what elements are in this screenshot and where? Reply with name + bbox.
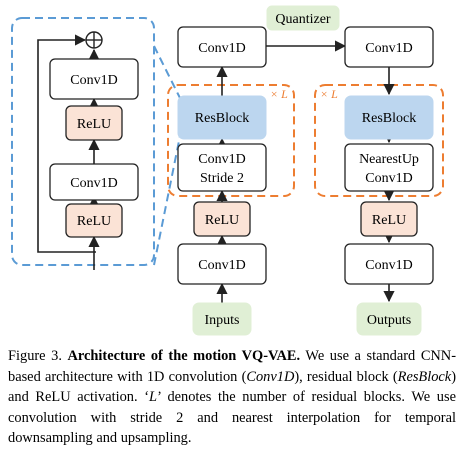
svg-text:Conv1D: Conv1D [198,152,245,167]
caption-text-2: ), residual block ( [294,368,398,385]
decoder-relu: ReLU [360,201,418,237]
caption-text-3: ) and ReLU activation. ‘ [8,368,456,406]
caption-term-conv1d: Conv1D [246,368,295,385]
encoder-resblock: ResBlock [177,95,267,140]
encoder-multiplier: × L [270,87,288,101]
svg-text:ReLU: ReLU [77,117,111,132]
svg-text:Quantizer: Quantizer [275,12,331,27]
zoom-connector-bottom [153,135,181,266]
encoder-downsample-conv: Conv1D Stride 2 [177,143,267,192]
decoder-upsample-conv: NearestUp Conv1D [344,143,434,192]
svg-text:Outputs: Outputs [367,313,411,328]
svg-text:ResBlock: ResBlock [195,111,249,126]
encoder-column: × L Conv1D ResBlock Conv1D Stride 2 ReLU… [167,26,295,336]
decoder-resblock: ResBlock [344,95,434,140]
svg-text:Conv1D: Conv1D [198,41,245,56]
caption-term-L: L [149,389,158,405]
svg-text:ReLU: ReLU [77,214,111,229]
svg-text:ReLU: ReLU [372,213,406,228]
svg-text:Conv1D: Conv1D [198,258,245,273]
resblock-conv-top: Conv1D [49,58,139,100]
svg-text:Conv1D: Conv1D [365,171,412,186]
encoder-conv-top: Conv1D [177,26,267,68]
encoder-relu: ReLU [193,201,251,237]
svg-text:Conv1D: Conv1D [70,73,117,88]
skip-connection-line [37,34,96,253]
svg-text:Conv1D: Conv1D [70,176,117,191]
inputs-node: Inputs [192,302,252,336]
resblock-detail: Conv1D ReLU Conv1D ReLU [11,17,181,270]
decoder-column: × L Conv1D ResBlock NearestUp Conv1D ReL… [314,26,444,336]
svg-text:ReLU: ReLU [205,213,239,228]
resblock-conv-bottom: Conv1D [49,163,139,201]
svg-text:Inputs: Inputs [205,313,240,328]
svg-text:Conv1D: Conv1D [365,41,412,56]
quantizer-node: Quantizer [266,5,340,31]
resblock-detail-frame [11,17,155,266]
svg-text:Stride 2: Stride 2 [200,171,244,186]
decoder-multiplier: × L [320,87,338,101]
figure-title: Architecture of the motion VQ-VAE. [67,348,301,364]
caption-term-resblock: ResBlock [397,368,452,385]
outputs-node: Outputs [356,302,422,336]
vqvae-architecture-diagram: Conv1D ReLU Conv1D ReLU × L [11,5,444,336]
decoder-conv-bottom: Conv1D [344,243,434,285]
resblock-relu-bottom: ReLU [65,203,123,238]
figure-label: Figure 3. [8,348,62,364]
svg-text:Conv1D: Conv1D [365,258,412,273]
zoom-connector-top [153,45,181,99]
figure-caption: Figure 3. Architecture of the motion VQ-… [8,346,456,449]
encoder-conv-bottom: Conv1D [177,243,267,285]
caption-text-1: We use a standard CNN-based architecture… [8,348,456,385]
encoder-repeat-frame [167,84,295,197]
svg-text:NearestUp: NearestUp [359,152,419,167]
caption-text-4: ’ denotes the number of residual blocks.… [8,389,456,446]
decoder-repeat-frame [314,84,444,197]
sum-node [85,31,103,49]
decoder-conv-top: Conv1D [344,26,434,68]
resblock-relu-top: ReLU [65,105,123,141]
svg-text:ResBlock: ResBlock [362,111,416,126]
